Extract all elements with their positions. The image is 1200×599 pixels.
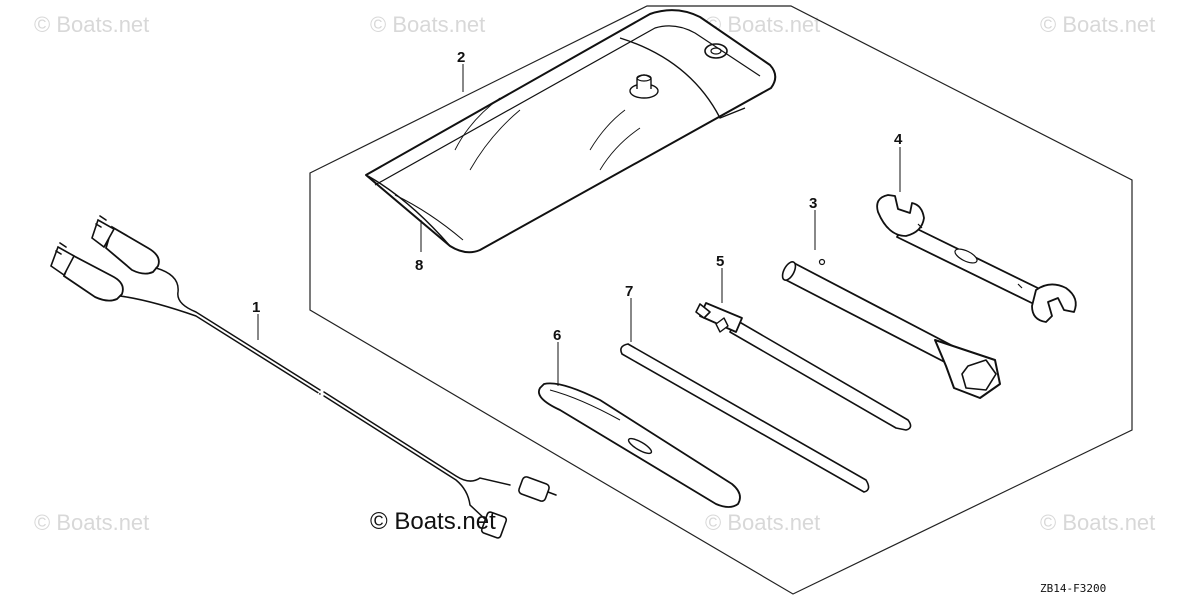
clamp-connector-lower [50,242,124,302]
watermark-bottom-1: © Boats.net [34,510,150,535]
charge-cable [50,215,557,539]
screwdriver-grip [538,382,741,508]
clamp-connector-upper [91,215,160,275]
watermark-top-2: © Boats.net [370,12,486,37]
callout-1: 1 [252,299,260,316]
callout-5: 5 [716,253,724,270]
bar [620,343,870,493]
plug-connector-bottom [480,511,508,539]
watermark-top-1: © Boats.net [34,12,150,37]
group-outline [309,5,1133,595]
watermark-bottom-3: © Boats.net [1040,510,1156,535]
callout-4: 4 [894,131,903,148]
watermark-bottom-2: © Boats.net [705,510,821,535]
leader-lines [257,64,901,386]
snap-ring-icon [704,43,728,59]
tool-bag [365,9,777,254]
watermark-main: © Boats.net [370,508,496,535]
plug-connector-right [518,476,557,502]
drawing-code: ZB14-F3200 [1040,582,1106,595]
screwdriver [695,302,912,431]
callout-2: 2 [457,49,465,66]
spark-plug-wrench [781,258,1001,399]
callout-8: 8 [415,257,423,274]
callout-6: 6 [553,327,561,344]
watermark-top-4: © Boats.net [1040,12,1156,37]
callout-7: 7 [625,283,633,300]
open-end-wrench [876,194,1077,323]
callout-3: 3 [809,195,817,212]
